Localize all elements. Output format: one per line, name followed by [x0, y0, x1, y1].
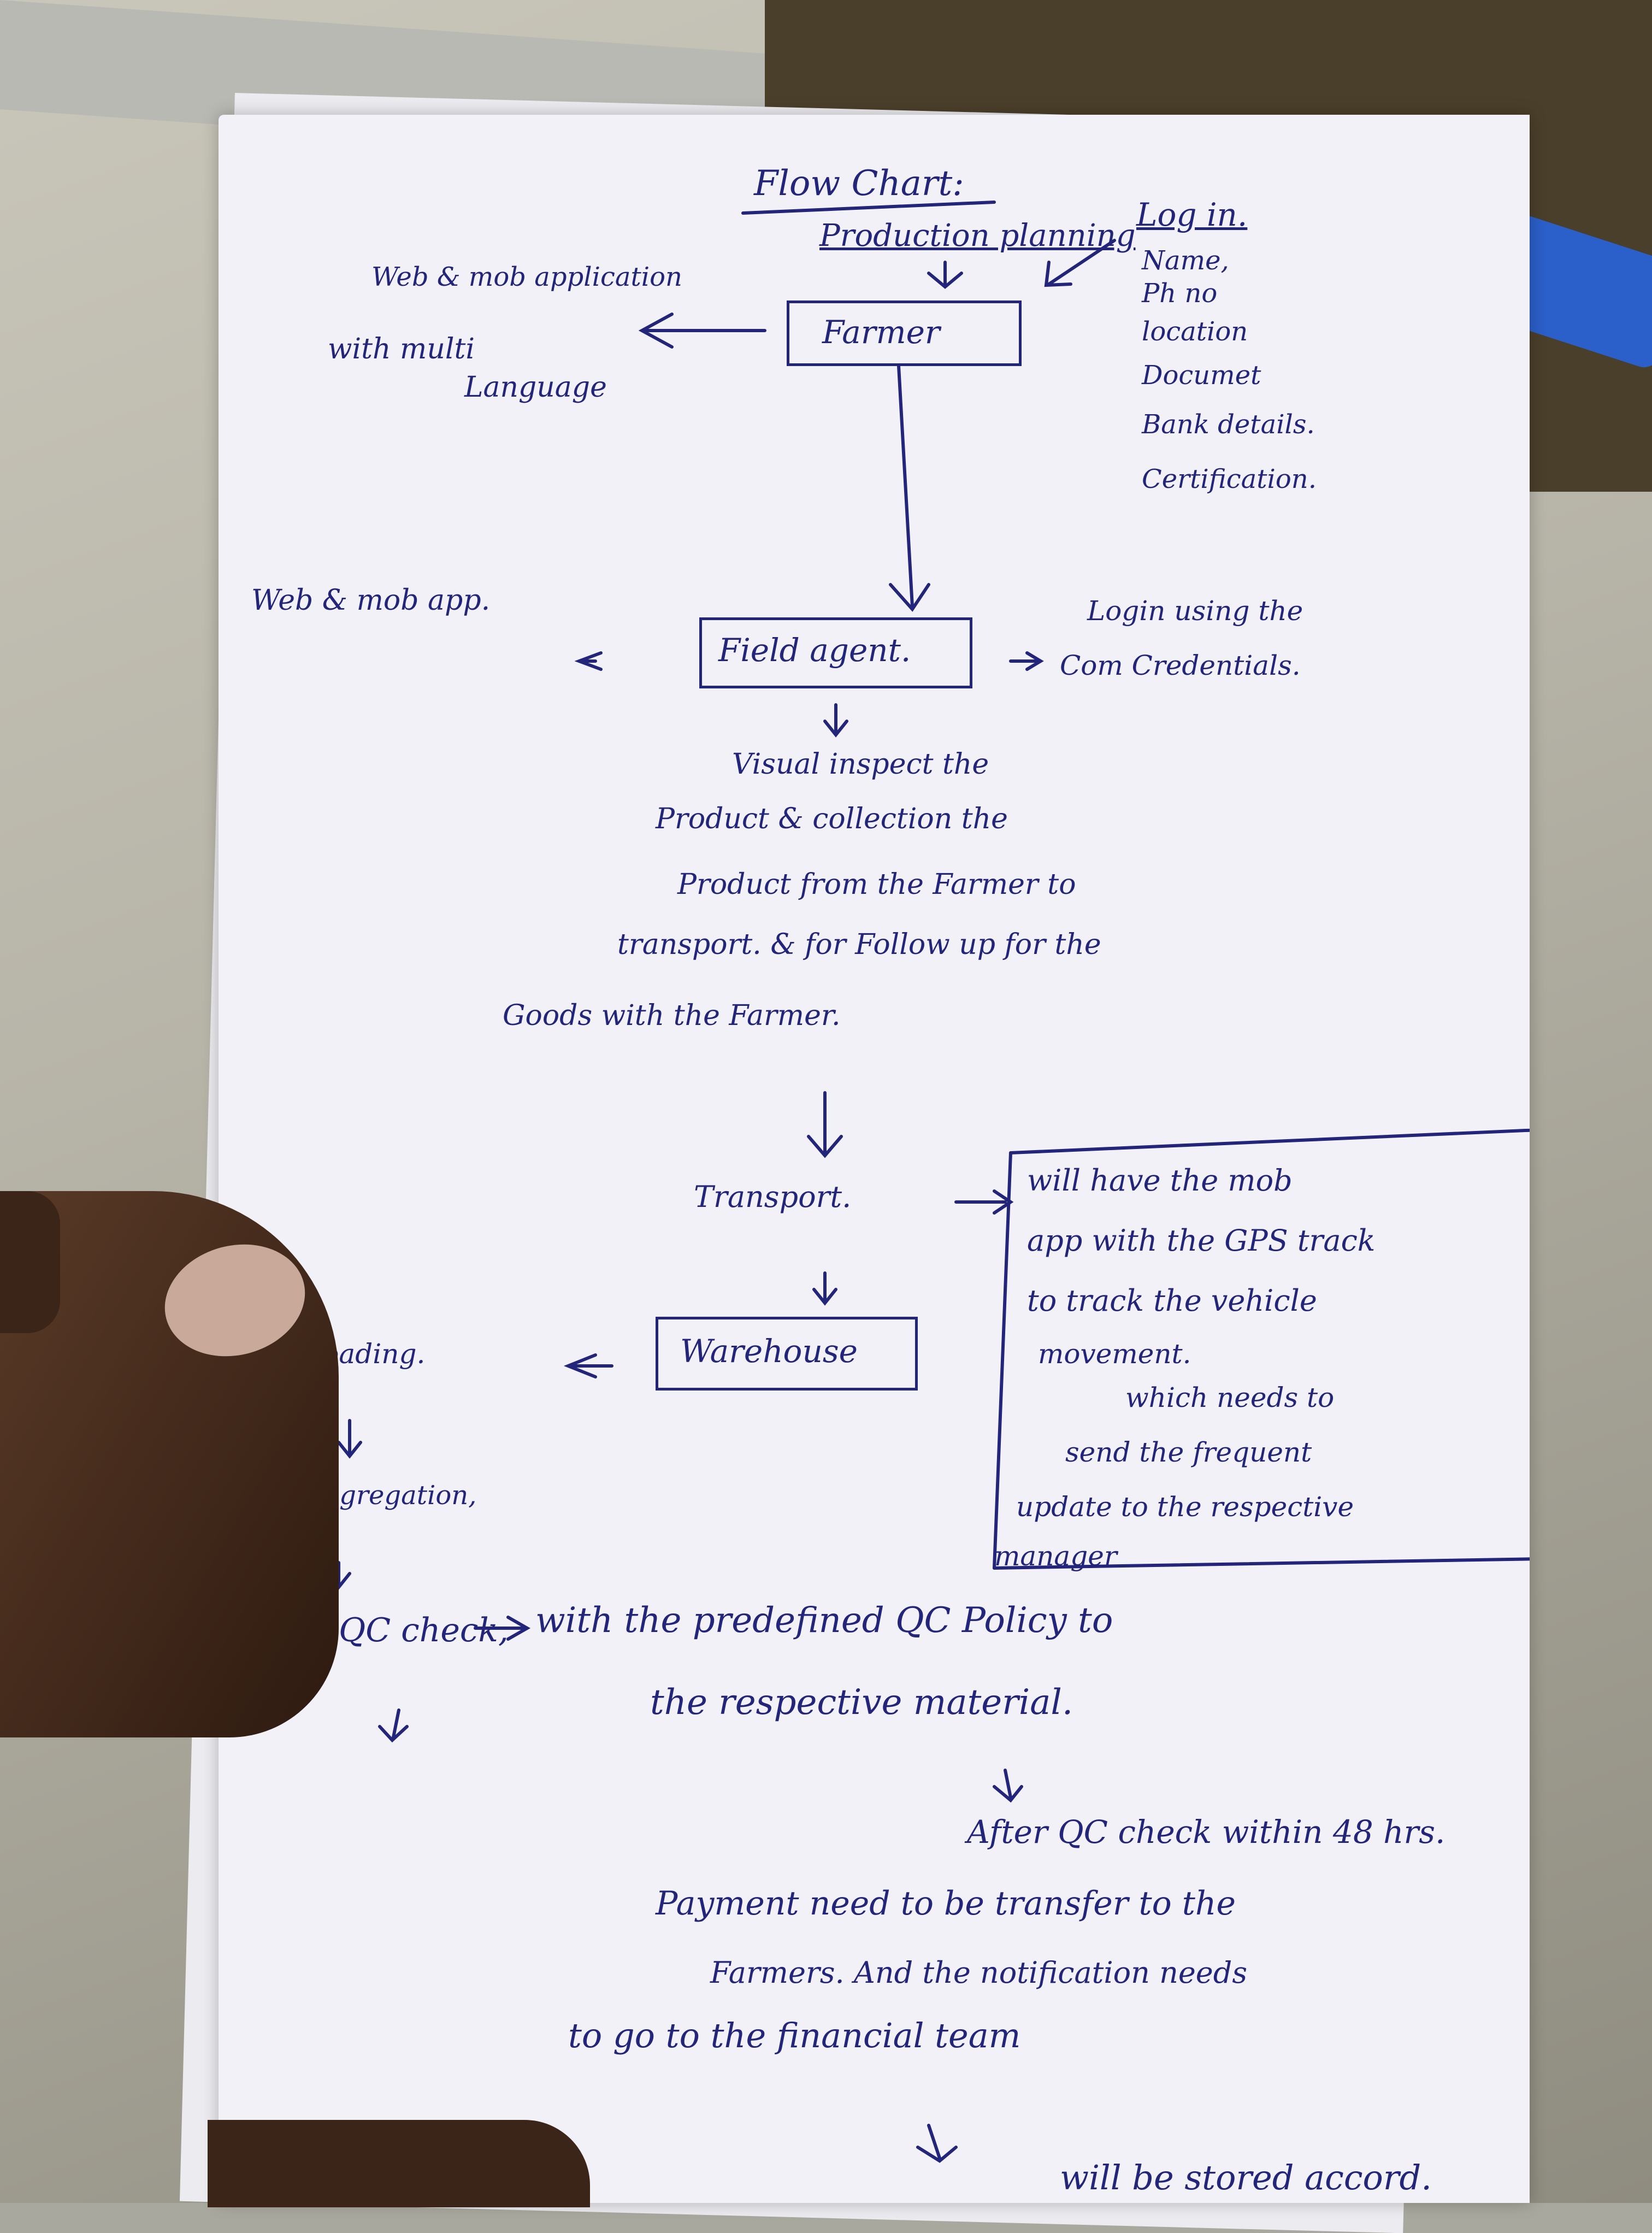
- payment-line-1: After QC check within 48 hrs.: [967, 1813, 1446, 1851]
- login-field-certification: Certification.: [1142, 464, 1317, 494]
- login-field-bank: Bank details.: [1142, 409, 1315, 440]
- login-field-name: Name,: [1142, 245, 1229, 276]
- payment-line-5: will be stored accord.: [1060, 2158, 1432, 2197]
- transport-note-line-6: send the frequent: [1065, 1436, 1312, 1468]
- farmer-language-note-2: Language: [464, 371, 607, 404]
- transport-label: Transport.: [694, 1180, 852, 1214]
- warehouse-box: Warehouse: [656, 1317, 918, 1391]
- field-agent-login-note-2: Com Credentials.: [1060, 650, 1301, 681]
- field-agent-login-note-1: Login using the: [1087, 595, 1303, 627]
- flow-arrows: [326, 201, 1530, 2163]
- warehouse-label: Warehouse: [680, 1333, 858, 1370]
- field-agent-box: Field agent.: [699, 617, 972, 688]
- transport-note-line-5: which needs to: [1125, 1382, 1335, 1413]
- inspection-line-1: Visual inspect the: [732, 748, 989, 781]
- payment-line-3: Farmers. And the notification needs: [710, 1955, 1248, 1990]
- diagram-subtitle: Production planning: [819, 218, 1136, 254]
- payment-line-2: Payment need to be transfer to the: [656, 1884, 1236, 1923]
- transport-note-line-2: app with the GPS track: [1027, 1223, 1376, 1258]
- farmer-box: Farmer: [787, 301, 1022, 366]
- transport-note-line-1: will have the mob: [1027, 1163, 1293, 1198]
- farmer-app-note: Web & mob application: [371, 262, 682, 292]
- transport-note-line-4: movement.: [1038, 1338, 1191, 1370]
- transport-note-line-8: manager: [994, 1540, 1117, 1572]
- hand-finger: [0, 1191, 60, 1333]
- login-heading: Log in.: [1136, 196, 1248, 233]
- field-agent-label: Field agent.: [718, 632, 911, 669]
- diagram-title: Flow Chart:: [754, 163, 964, 204]
- transport-note-line-3: to track the vehicle: [1027, 1283, 1317, 1318]
- login-field-document: Documet: [1142, 360, 1261, 391]
- inspection-line-4: transport. & for Follow up for the: [617, 928, 1101, 961]
- hand-bottom: [208, 2120, 590, 2207]
- payment-line-4: to go to the financial team: [568, 2016, 1021, 2055]
- qc-check-label: QC check,: [339, 1611, 509, 1649]
- login-field-location: location: [1142, 316, 1248, 347]
- qc-policy-line-1: with the predefined QC Policy to: [535, 1600, 1113, 1641]
- login-field-phone: Ph no: [1142, 278, 1218, 309]
- notebook-page: Flow Chart: Production planning Farmer W…: [219, 115, 1530, 2203]
- inspection-line-5: Goods with the Farmer.: [503, 999, 841, 1032]
- field-agent-app-note: Web & mob app.: [251, 584, 491, 617]
- farmer-language-note-1: with multi: [328, 333, 475, 366]
- transport-note-line-7: update to the respective: [1016, 1491, 1354, 1523]
- farmer-label: Farmer: [822, 314, 940, 351]
- qc-policy-line-2: the respective material.: [650, 1682, 1073, 1723]
- inspection-line-2: Product & collection the: [656, 803, 1008, 835]
- inspection-line-3: Product from the Farmer to: [677, 868, 1076, 901]
